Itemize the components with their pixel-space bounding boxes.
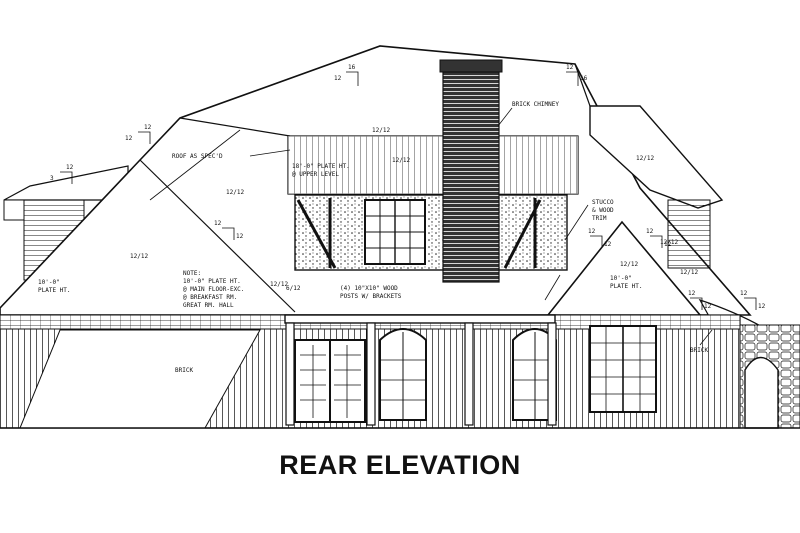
pitch-left-main: 12/12 xyxy=(130,253,148,260)
slope-m3-run: 12 xyxy=(144,124,152,131)
upper-level xyxy=(287,135,579,271)
note-line-4: GREAT RM. HALL xyxy=(183,302,234,309)
slope-m2-rise: 16 xyxy=(580,75,588,82)
note-line-1: 10'-0" PLATE HT. xyxy=(183,278,241,285)
slope-marks xyxy=(60,71,757,310)
pitch-note-side: 6/12 xyxy=(286,285,301,292)
brick-chimney xyxy=(439,59,503,283)
note-plate-right-2: PLATE HT. xyxy=(610,283,643,290)
slope-m5-rise: 12 xyxy=(236,233,244,240)
pitch-far-right: 12/12 xyxy=(660,239,678,246)
drawing-title: REAR ELEVATION xyxy=(279,450,521,480)
note-line-3: @ BREAKFAST RM. xyxy=(183,294,237,301)
leader-lines xyxy=(149,107,713,346)
note-brick-right: BRICK xyxy=(690,347,708,354)
note-brick: BRICK xyxy=(175,367,193,374)
note-plate-upper: 18'-0" PLATE HT. xyxy=(292,163,350,170)
note-upper-level: @ UPPER LEVEL xyxy=(292,171,339,178)
note-plate-left-2: PLATE HT. xyxy=(38,287,71,294)
slope-m9-rise: 12 xyxy=(758,303,766,310)
right-upper-roof xyxy=(589,105,724,269)
slope-m7-run: 12 xyxy=(646,228,654,235)
slope-m8-run: 12 xyxy=(688,290,696,297)
pitch-labels: 12/12 12/12 12/12 12/12 12/12 12/12 12/1… xyxy=(130,127,698,292)
pitch-left-mid: 12/12 xyxy=(270,281,288,288)
note-line-2: @ MAIN FLOOR-EXC. xyxy=(183,286,244,293)
note-title: NOTE: xyxy=(183,270,201,277)
slope-m1-run: 16 xyxy=(348,64,356,71)
slope-m8-rise: 12 xyxy=(704,303,712,310)
note-posts-2: POSTS W/ BRACKETS xyxy=(340,293,402,300)
note-roof-spec: ROOF AS SPEC'D xyxy=(172,153,223,160)
note-stucco-3: TRIM xyxy=(592,215,607,222)
slope-m7-rise: 12 xyxy=(664,241,672,248)
slope-m5-run: 12 xyxy=(214,220,222,227)
slope-m6-rise: 12 xyxy=(604,241,612,248)
note-brick-chimney: BRICK CHIMNEY xyxy=(512,101,559,108)
slope-m2-run: 12 xyxy=(566,64,574,71)
slope-m1-rise: 12 xyxy=(334,75,342,82)
main-floor-openings xyxy=(0,322,800,429)
pitch-center: 12/12 xyxy=(226,189,244,196)
pitch-top-left: 12/12 xyxy=(372,127,390,134)
notes: BRICK CHIMNEY ROOF AS SPEC'D 18'-0" PLAT… xyxy=(38,101,708,374)
note-stucco-1: STUCCO xyxy=(592,199,614,206)
pitch-top-center: 12/12 xyxy=(392,157,410,164)
note-posts-1: (4) 10"X10" WOOD xyxy=(340,285,398,292)
slope-m4-rise: 3 xyxy=(50,175,54,182)
slope-m3-rise: 12 xyxy=(125,135,133,142)
slope-m6-run: 12 xyxy=(588,228,596,235)
note-stucco-2: & WOOD xyxy=(592,207,614,214)
pitch-right-upper: 12/12 xyxy=(636,155,654,162)
pitch-right-lower: 12/12 xyxy=(680,269,698,276)
note-plate-left-1: 10'-0" xyxy=(38,279,60,286)
note-plate-right-1: 10'-0" xyxy=(610,275,632,282)
slope-values: 12 16 16 12 12 12 3 12 12 12 12 12 12 12… xyxy=(50,64,766,310)
slope-m9-run: 12 xyxy=(740,290,748,297)
slope-m4-run: 12 xyxy=(66,164,74,171)
pitch-right-gable: 12/12 xyxy=(620,261,638,268)
